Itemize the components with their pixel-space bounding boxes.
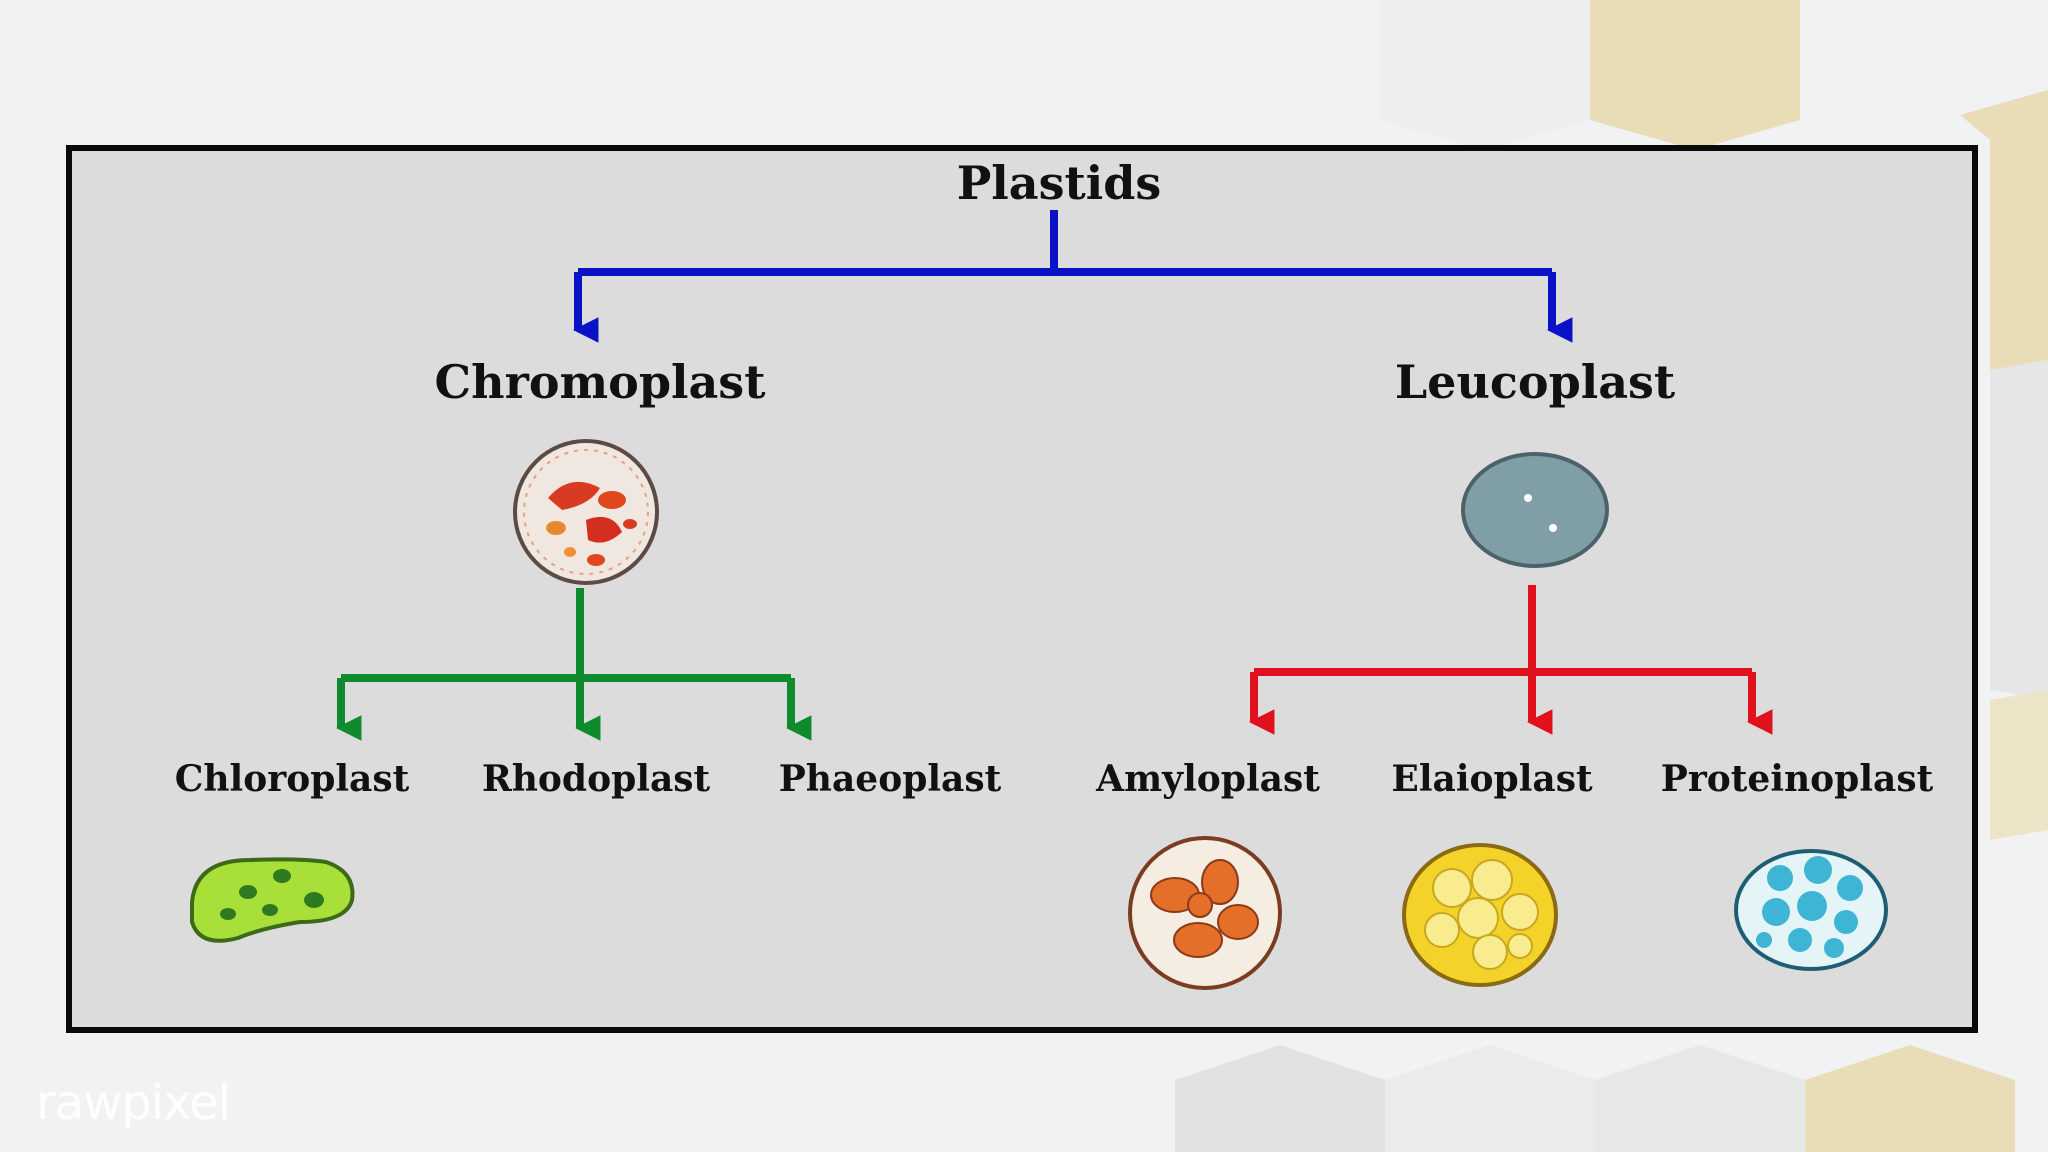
chromoplast-label: Chromoplast <box>434 355 766 409</box>
hexagon-grey-bottom <box>1175 1045 1385 1152</box>
proteinoplast-cell-icon <box>1734 849 1888 971</box>
leucoplast-label: Leucoplast <box>1394 355 1676 409</box>
hexagon-gold-top <box>1590 0 1800 150</box>
hexagon-grey-right <box>1990 360 2048 700</box>
proteinoplast-label: Proteinoplast <box>1660 758 1934 800</box>
plastids-title: Plastids <box>956 156 1162 210</box>
rawpixel-watermark: rawpixel <box>36 1075 231 1131</box>
amyloplast-cell-icon <box>1128 836 1282 990</box>
hexagon-grey-top <box>1380 0 1590 150</box>
root-connector <box>572 210 1573 343</box>
elaioplast-label: Elaioplast <box>1391 758 1593 800</box>
hexagon-gold-right <box>1960 90 2048 370</box>
chloroplast-label: Chloroplast <box>174 758 410 800</box>
phaeoplast-label: Phaeoplast <box>778 758 1002 800</box>
diagram-panel <box>66 145 1978 1033</box>
leucoplast-connector <box>1248 585 1773 735</box>
amyloplast-label: Amyloplast <box>1096 758 1320 800</box>
hexagon-gold-right-low <box>1990 690 2048 840</box>
elaioplast-cell-icon <box>1402 843 1558 987</box>
chromoplast-connector <box>335 588 812 741</box>
chromoplast-cell-icon <box>513 439 659 585</box>
leucoplast-cell-icon <box>1461 452 1609 568</box>
chloroplast-cell-icon <box>190 857 355 943</box>
rhodoplast-label: Rhodoplast <box>481 758 711 800</box>
hexagon-grey-bottom-2 <box>1595 1045 1805 1152</box>
hexagon-light-bottom <box>1385 1045 1595 1152</box>
hexagon-gold-bottom <box>1805 1045 2015 1152</box>
